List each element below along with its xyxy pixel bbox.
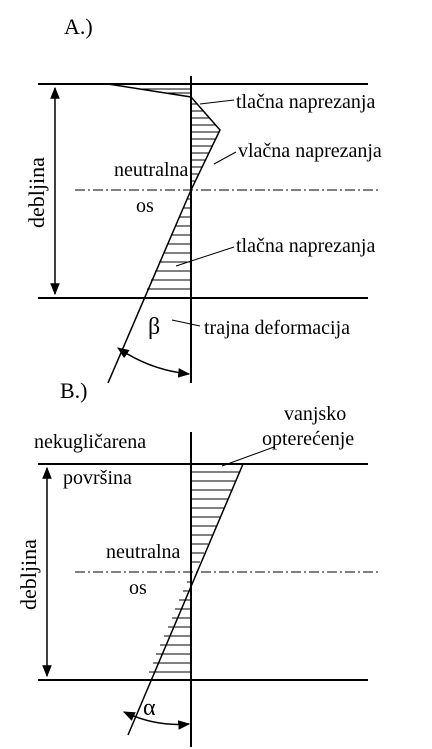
diagram-a-hatch-top xyxy=(140,88,191,94)
diagram-a: A.) debljina xyxy=(24,14,382,384)
diagram-a-leader-angle xyxy=(171,319,201,327)
diagram-a-heading: A.) xyxy=(64,14,93,39)
diagram-b-surface-label-line1: nekugličarena xyxy=(34,431,146,453)
diagram-b-neutral-label-line1: neutralna xyxy=(106,541,181,563)
diagram-a-leader-compressive-bottom xyxy=(175,246,235,267)
diagram-a-angle-annotation: trajna deformacija xyxy=(204,317,350,339)
diagram-a-annotation-tensile: vlačna naprezanja xyxy=(238,140,382,162)
diagram-b-surface-label-line2: površina xyxy=(63,467,132,489)
diagram-a-angle-arc xyxy=(117,347,191,378)
diagram-a-neutral-label-line1: neutralna xyxy=(114,159,189,181)
diagram-a-hatch-tensile xyxy=(191,103,219,182)
diagram-b-axis-label: debljina xyxy=(16,539,41,610)
diagram-b-neutral-label-line2: os xyxy=(129,577,147,599)
diagram-a-neutral-label-line2: os xyxy=(136,195,154,217)
diagram-a-annotation-compressive-bottom: tlačna naprezanja xyxy=(236,235,375,257)
diagram-b-hatch-tensile xyxy=(191,471,240,563)
diagram-b-hatch-compressive xyxy=(149,581,191,673)
diagram-a-leader-compressive-top xyxy=(199,99,235,105)
diagram-a-stress-profile xyxy=(107,83,221,384)
diagram-b-leader-load xyxy=(221,446,275,467)
diagram-b-heading: B.) xyxy=(60,378,88,403)
diagram-b-load-label-line2: opterećenje xyxy=(262,428,354,450)
diagram-a-axis-label: debljina xyxy=(24,157,49,228)
diagram-a-angle-symbol: β xyxy=(148,314,160,340)
diagram-a-hatch-bottom xyxy=(147,198,191,290)
diagram-a-annotation-compressive-top: tlačna naprezanja xyxy=(236,91,375,113)
diagram-b: B.) debljina xyxy=(16,378,380,747)
diagram-a-leader-tensile xyxy=(213,151,237,165)
diagram-b-load-label-line1: vanjsko xyxy=(284,403,346,425)
diagram-b-angle-arc xyxy=(122,711,191,730)
diagram-b-angle-symbol: α xyxy=(143,695,156,721)
